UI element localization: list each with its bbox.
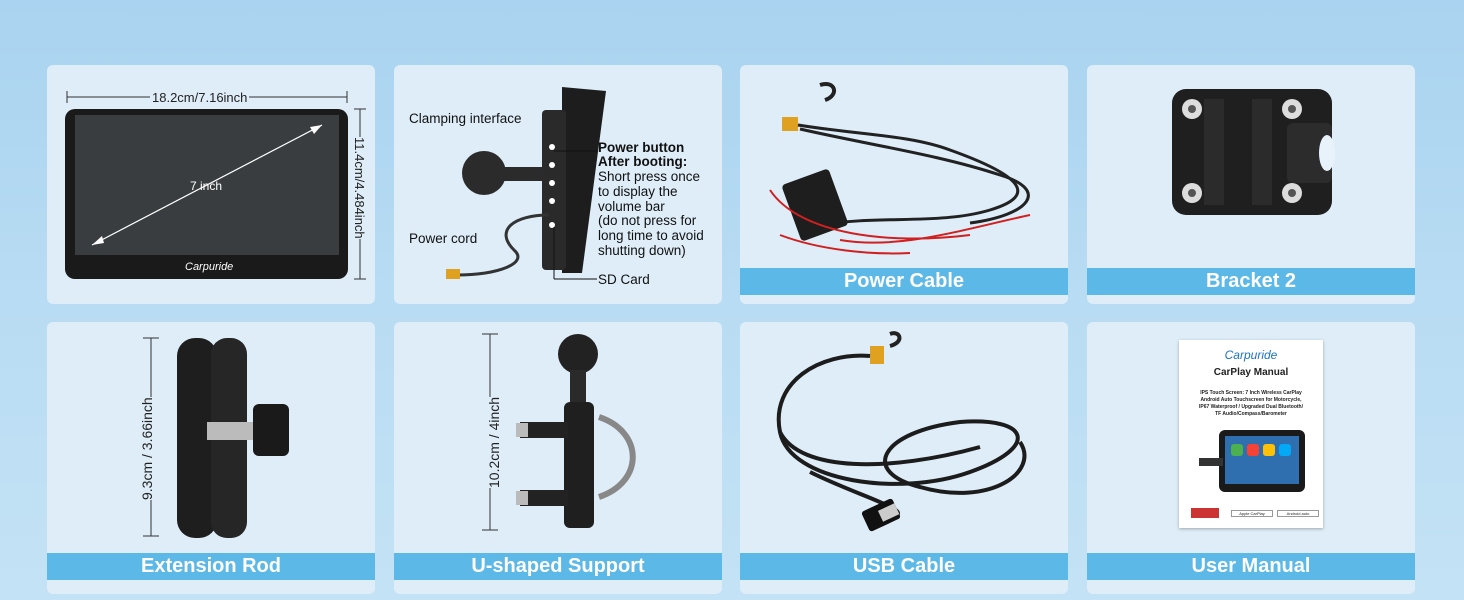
usb-illustration [776, 331, 1027, 532]
bracket-card: Bracket 2 [1087, 65, 1415, 304]
width-dimension: 18.2cm/7.16inch [150, 90, 250, 105]
desc-line-1: Short press once [598, 169, 701, 184]
screen-illustration [65, 91, 366, 280]
diagonal-label: 7 inch [190, 179, 223, 193]
height-dimension: 11.4cm/4.484inch [352, 137, 367, 239]
power-cable-banner: Power Cable [740, 268, 1068, 295]
power-cord-label: Power cord [409, 231, 478, 246]
bracket-illustration [1172, 89, 1335, 215]
ushape-card: 10.2cm / 4inch U-shaped Support [394, 322, 722, 594]
brand-logo: Carpuride [185, 261, 234, 273]
manual-title: CarPlay Manual [1213, 367, 1289, 378]
usb-card: USB Cable [740, 322, 1068, 594]
apple-carplay-badge: Apple CarPlay [1231, 510, 1273, 517]
power-cable-illustration [769, 82, 1031, 255]
clamp-label: Clamping interface [409, 111, 522, 126]
extension-illustration [143, 337, 289, 538]
desc-line-4: (do not press for [598, 213, 697, 228]
manual-line-4: TF Audio/Compass/Barometer [1215, 411, 1287, 417]
extension-banner: Extension Rod [47, 553, 375, 580]
power-button-label: Power button [598, 140, 685, 155]
side-view-illustration [446, 87, 606, 280]
power-cable-card: Power Cable [740, 65, 1068, 304]
side-view-card: Clamping interface Power button After bo… [394, 65, 722, 304]
desc-line-3: volume bar [598, 199, 665, 214]
manual-line-2: Android Auto Touchscreen for Motorcycle, [1200, 397, 1302, 403]
desc-line-5: long time to avoid [598, 228, 704, 243]
usb-banner: USB Cable [740, 553, 1068, 580]
ushape-banner: U-shaped Support [394, 553, 722, 580]
manual-brand: Carpuride [1224, 348, 1278, 362]
after-booting-label: After booting: [598, 154, 688, 169]
sd-card-label: SD Card [598, 272, 650, 287]
desc-line-6: shutting down) [598, 243, 686, 258]
extension-card: 9.3cm / 3.66inch Extension Rod [47, 322, 375, 594]
manual-booklet: Carpuride CarPlay Manual IPS Touch Scree… [1179, 340, 1323, 528]
desc-line-2: to display the [598, 184, 678, 199]
screen-card: 18.2cm/7.16inch 11.4cm/4.484inch 7 inch … [47, 65, 375, 304]
manual-banner: User Manual [1087, 553, 1415, 580]
bracket-banner: Bracket 2 [1087, 268, 1415, 295]
extension-dimension: 9.3cm / 3.66inch [139, 397, 155, 500]
manual-line-3: IP67 Waterproof / Upgraded Dual Bluetoot… [1199, 404, 1303, 410]
manual-device-image [1191, 430, 1305, 518]
ushape-dimension: 10.2cm / 4inch [486, 396, 502, 488]
manual-line-1: IPS Touch Screen: 7 Inch Wireless CarPla… [1200, 390, 1302, 396]
manual-card: Carpuride CarPlay Manual IPS Touch Scree… [1087, 322, 1415, 594]
android-auto-badge: Android auto [1277, 510, 1319, 517]
